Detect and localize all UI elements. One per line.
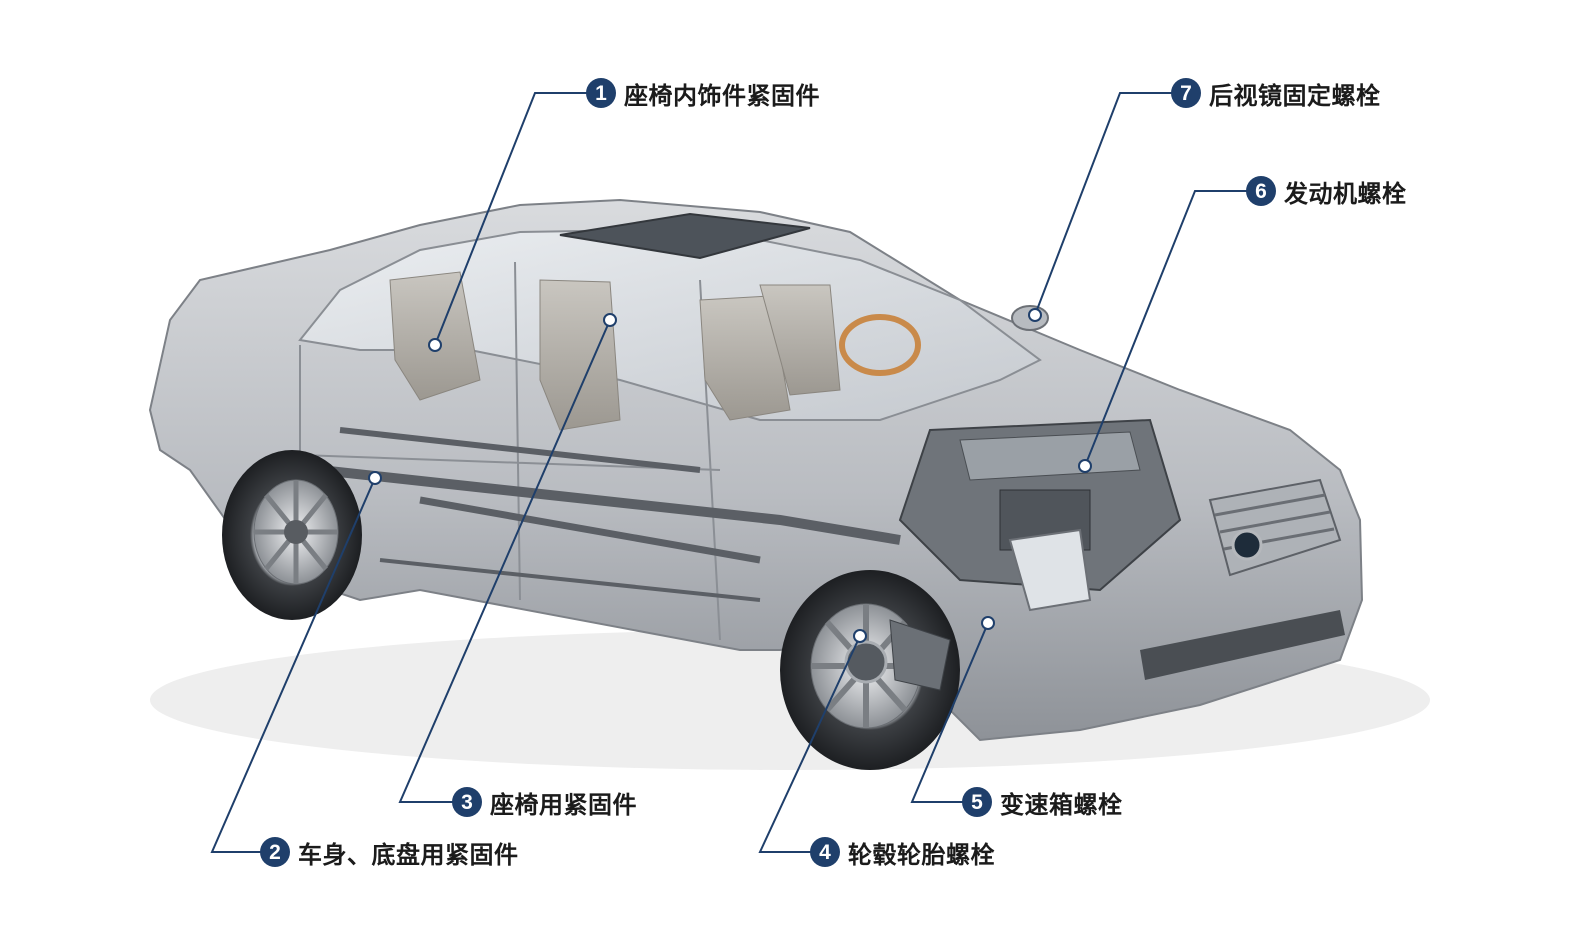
- leader-lines: [210, 92, 1248, 853]
- callout-number-badge: 1: [586, 78, 616, 108]
- callout-1: 1 座椅内饰件紧固件: [586, 76, 820, 110]
- callout-5: 5 变速箱螺栓: [962, 785, 1123, 819]
- callout-4: 4 轮毂轮胎螺栓: [810, 835, 995, 869]
- car-sunroof: [559, 212, 811, 260]
- callout-number-badge: 5: [962, 787, 992, 817]
- leader-line-1: [434, 92, 588, 346]
- anchor-dot-1: [428, 338, 442, 352]
- leader-line-5: [910, 622, 989, 803]
- leader-line-4: [758, 635, 861, 853]
- callout-label: 座椅内饰件紧固件: [624, 81, 820, 110]
- anchor-dot-2: [368, 471, 382, 485]
- engine-block: [898, 418, 1182, 592]
- callout-label: 变速箱螺栓: [1000, 790, 1123, 819]
- callout-number-badge: 6: [1246, 176, 1276, 206]
- callout-label: 后视镜固定螺栓: [1209, 81, 1381, 110]
- anchor-dot-5: [981, 616, 995, 630]
- headlight: [1008, 528, 1092, 612]
- callout-6: 6 发动机螺栓: [1246, 174, 1407, 208]
- steering-wheel: [839, 314, 921, 376]
- car-seats: [389, 271, 841, 431]
- callout-number-badge: 3: [452, 787, 482, 817]
- leader-line-6: [1084, 190, 1248, 467]
- leader-line-2: [210, 477, 376, 853]
- callout-label: 车身、底盘用紧固件: [298, 840, 519, 869]
- rear-wheel: [222, 450, 362, 620]
- callout-number-badge: 7: [1171, 78, 1201, 108]
- callout-number-badge: 4: [810, 837, 840, 867]
- anchor-dots: [368, 308, 1092, 643]
- front-grille: [1140, 478, 1345, 680]
- front-wheel: [780, 570, 960, 770]
- car-chassis: [319, 427, 901, 602]
- anchor-dot-3: [603, 313, 617, 327]
- callout-label: 座椅用紧固件: [490, 790, 637, 819]
- callout-number-badge: 2: [260, 837, 290, 867]
- anchor-dot-7: [1028, 308, 1042, 322]
- anchor-dot-6: [1078, 459, 1092, 473]
- callout-label: 发动机螺栓: [1284, 179, 1407, 208]
- leader-line-7: [1034, 92, 1173, 316]
- leader-line-3: [398, 319, 611, 803]
- anchor-dot-4: [853, 629, 867, 643]
- callout-7: 7 后视镜固定螺栓: [1171, 76, 1381, 110]
- callout-3: 3 座椅用紧固件: [452, 785, 637, 819]
- callout-label: 轮毂轮胎螺栓: [848, 840, 995, 869]
- callout-2: 2 车身、底盘用紧固件: [260, 835, 519, 869]
